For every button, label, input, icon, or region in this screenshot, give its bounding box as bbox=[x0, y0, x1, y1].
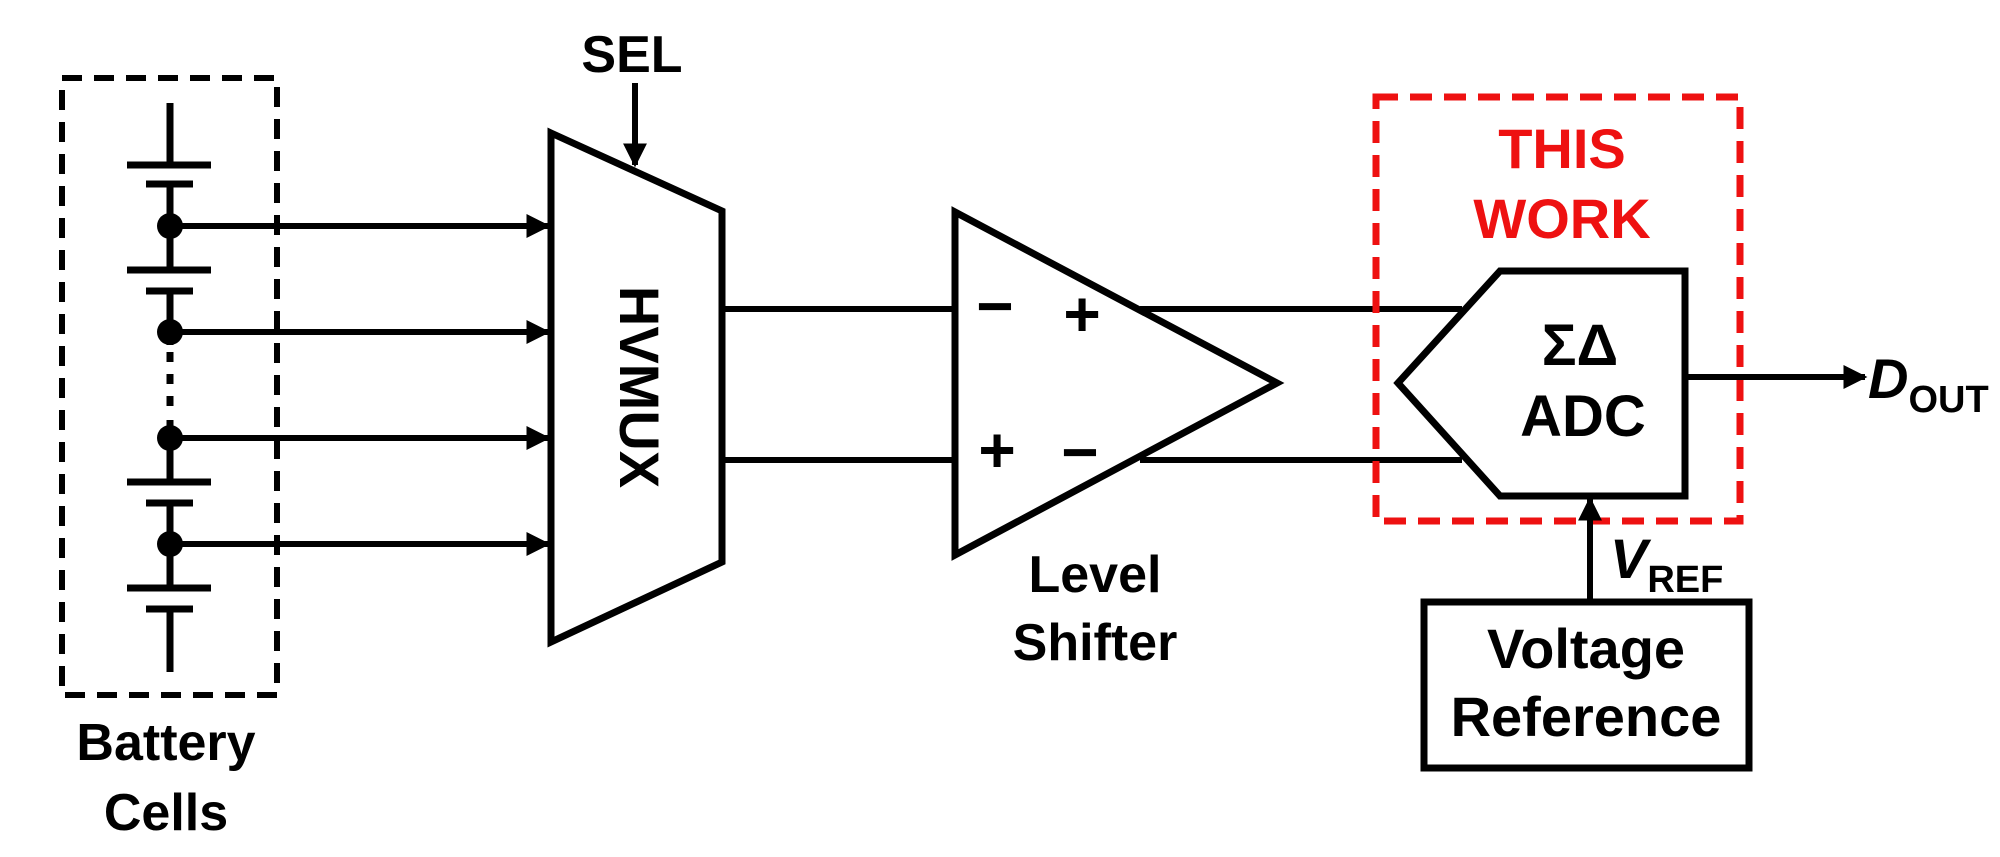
battery-enclosure bbox=[59, 75, 280, 698]
shifter-to-adc-wires bbox=[1140, 306, 1462, 463]
adc-block bbox=[1393, 267, 1689, 500]
this-work-label-line1: THIS bbox=[1498, 117, 1626, 180]
level-shifter-label-line1: Level bbox=[1029, 546, 1162, 604]
battery-to-mux-arrows bbox=[170, 214, 551, 556]
adc-label-line2: ADC bbox=[1520, 384, 1646, 449]
shifter-output-plus: + bbox=[1063, 278, 1100, 350]
shifter-output-minus: − bbox=[1061, 416, 1098, 488]
this-work-highlight bbox=[1372, 93, 1744, 525]
hvmux-block bbox=[547, 127, 726, 648]
voltage-reference-label-line1: Voltage bbox=[1487, 617, 1685, 680]
sel-label: SEL bbox=[581, 26, 682, 84]
voltage-reference-block bbox=[1420, 598, 1753, 772]
battery-label-line2: Cells bbox=[104, 784, 228, 842]
shifter-input-plus: + bbox=[978, 414, 1015, 486]
shifter-input-minus: − bbox=[976, 270, 1013, 342]
dout-label: DOUT bbox=[1868, 347, 1989, 421]
dout-subscript: OUT bbox=[1908, 379, 1988, 421]
vref-label: VREF bbox=[1610, 527, 1723, 601]
voltage-reference-label-line2: Reference bbox=[1451, 685, 1722, 748]
vref-main: V bbox=[1610, 527, 1652, 590]
level-shifter-triangle bbox=[951, 206, 1285, 561]
battery-stack bbox=[127, 103, 211, 672]
dout-main: D bbox=[1868, 347, 1908, 410]
mux-to-shifter-wires bbox=[722, 306, 955, 463]
battery-label-line1: Battery bbox=[76, 714, 255, 772]
vref-subscript: REF bbox=[1647, 559, 1723, 601]
adc-label-line1: ΣΔ bbox=[1542, 313, 1619, 378]
this-work-label-line2: WORK bbox=[1473, 187, 1650, 250]
hvmux-label: HVMUX bbox=[608, 286, 671, 488]
level-shifter-label-line2: Shifter bbox=[1013, 614, 1178, 672]
